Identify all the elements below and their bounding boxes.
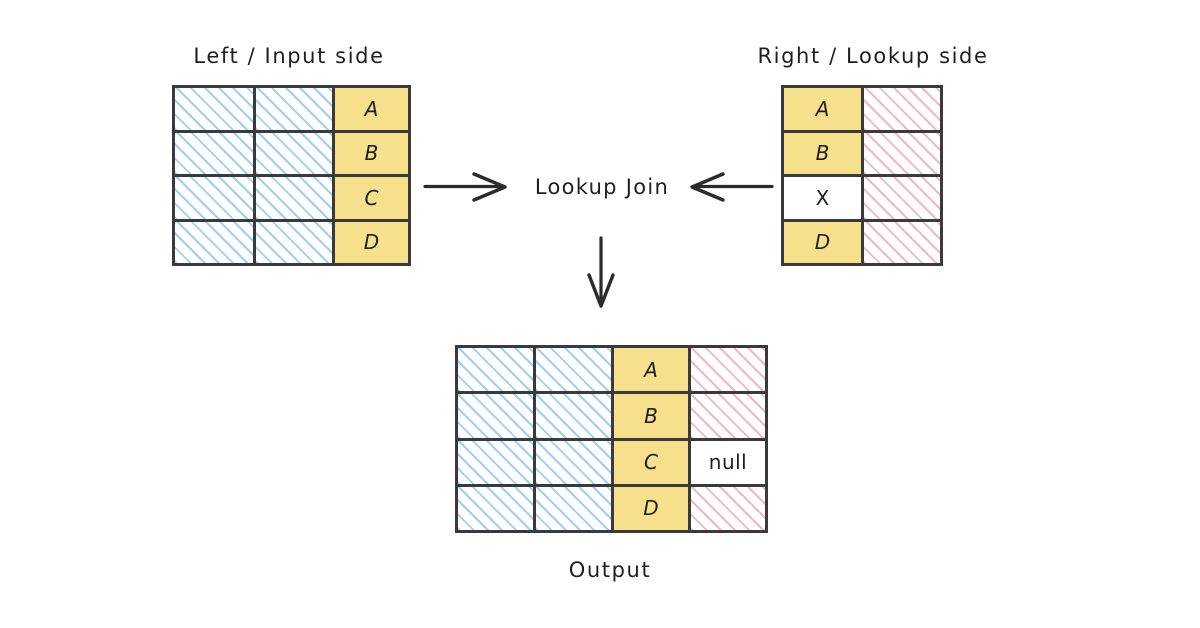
table-row: C bbox=[172, 174, 411, 222]
cell-right-r4-c2 bbox=[861, 218, 943, 266]
cell-output-r4-c2 bbox=[533, 483, 614, 534]
table-row: A bbox=[455, 344, 768, 395]
cell-right-r2-c2 bbox=[861, 129, 943, 177]
left-table-caption: Left / Input side bbox=[193, 44, 385, 68]
cell-output-r1-c1 bbox=[455, 344, 536, 395]
right-table-caption: Right / Lookup side bbox=[757, 44, 989, 68]
cell-left-r3-c2 bbox=[253, 174, 335, 222]
arrow-join-to-output bbox=[587, 236, 615, 308]
cell-output-r1-c4 bbox=[688, 344, 768, 395]
cell-output-r1-c3: A bbox=[611, 344, 691, 395]
cell-output-r3-c3: C bbox=[611, 437, 691, 487]
table-row: B bbox=[455, 391, 768, 441]
cell-output-r4-c1 bbox=[455, 483, 536, 534]
cell-left-r1-c1 bbox=[172, 85, 256, 133]
cell-left-r2-c3: B bbox=[332, 129, 411, 177]
cell-left-r4-c2 bbox=[253, 218, 335, 266]
table-row: A bbox=[172, 85, 411, 133]
arrow-right-to-join bbox=[690, 172, 774, 202]
cell-output-r2-c3: B bbox=[611, 391, 691, 441]
cell-left-r4-c3: D bbox=[332, 218, 411, 266]
output-table-caption: Output bbox=[568, 558, 652, 582]
table-row: D bbox=[455, 483, 768, 534]
cell-output-r2-c2 bbox=[533, 391, 614, 441]
cell-output-r2-c1 bbox=[455, 391, 536, 441]
cell-left-r2-c2 bbox=[253, 129, 335, 177]
table-row: A bbox=[781, 85, 943, 133]
table-row: B bbox=[781, 129, 943, 177]
cell-output-r3-c2 bbox=[533, 437, 614, 487]
cell-left-r3-c1 bbox=[172, 174, 256, 222]
cell-right-r4-c1: D bbox=[781, 218, 864, 266]
cell-left-r3-c3: C bbox=[332, 174, 411, 222]
cell-output-r1-c2 bbox=[533, 344, 614, 395]
lookup-join-label: Lookup Join bbox=[534, 175, 670, 199]
cell-right-r3-c2 bbox=[861, 174, 943, 222]
cell-right-r1-c2 bbox=[861, 85, 943, 133]
cell-right-r3-c1: X bbox=[781, 174, 864, 222]
cell-left-r1-c3: A bbox=[332, 85, 411, 133]
cell-left-r4-c1 bbox=[172, 218, 256, 266]
cell-left-r2-c1 bbox=[172, 129, 256, 177]
table-row: D bbox=[172, 218, 411, 266]
table-row: D bbox=[781, 218, 943, 266]
cell-right-r2-c1: B bbox=[781, 129, 864, 177]
cell-right-r1-c1: A bbox=[781, 85, 864, 133]
table-row: X bbox=[781, 174, 943, 222]
table-row: B bbox=[172, 129, 411, 177]
cell-output-r3-c1 bbox=[455, 437, 536, 487]
cell-left-r1-c2 bbox=[253, 85, 335, 133]
arrow-left-to-join bbox=[423, 172, 507, 202]
cell-output-r3-c4: null bbox=[688, 437, 768, 487]
cell-output-r4-c3: D bbox=[611, 483, 691, 534]
cell-output-r4-c4 bbox=[688, 483, 768, 534]
cell-output-r2-c4 bbox=[688, 391, 768, 441]
